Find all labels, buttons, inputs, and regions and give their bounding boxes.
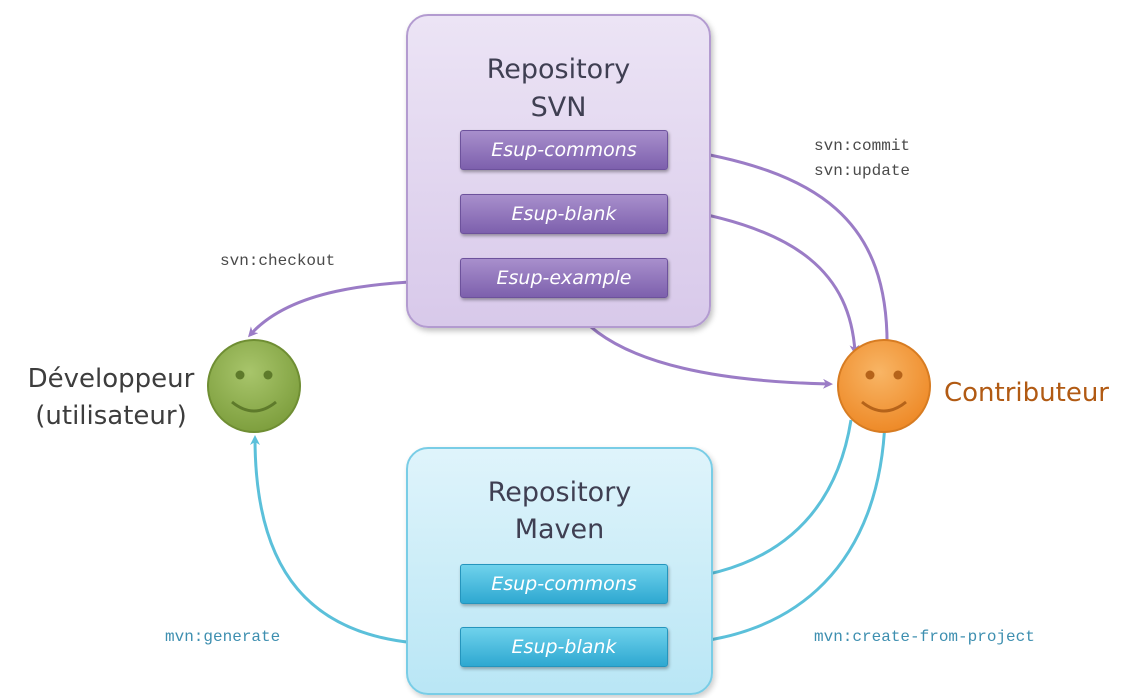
maven-repository-title: Repository bbox=[487, 477, 632, 508]
svn-repository-title: Repository bbox=[486, 54, 631, 85]
mvn-create-from-project-label: mvn:create-from-project bbox=[814, 628, 1035, 646]
mvn-generate-label: mvn:generate bbox=[165, 628, 281, 646]
maven-repository-subtitle: Maven bbox=[514, 514, 605, 545]
arrow-contributor-maven-blank bbox=[665, 419, 887, 649]
svn-module-esup-example: Esup-example bbox=[460, 258, 668, 298]
svn-repository: Repository SVN Esup-commons Esup-blank E… bbox=[406, 14, 711, 328]
svn-module-esup-blank: Esup-blank bbox=[460, 194, 668, 234]
maven-module-esup-commons: Esup-commons bbox=[460, 564, 668, 604]
arrow-generate-developer bbox=[250, 435, 461, 646]
svn-module-esup-commons: Esup-commons bbox=[460, 130, 668, 170]
developer-smiley-icon bbox=[207, 339, 301, 433]
developer-label-line2: (utilisateur) bbox=[35, 401, 187, 431]
svn-checkout-label: svn:checkout bbox=[220, 252, 336, 270]
contributor-smiley-icon bbox=[837, 339, 931, 433]
svn-update-label: svn:update bbox=[814, 162, 911, 180]
arrow-example-contributor bbox=[563, 297, 833, 389]
maven-repository: Repository Maven Esup-commons Esup-blank bbox=[406, 447, 713, 695]
developer-label: Développeur (utilisateur) bbox=[4, 361, 218, 435]
contributor-label: Contributeur bbox=[944, 378, 1109, 408]
maven-module-esup-blank: Esup-blank bbox=[460, 627, 668, 667]
svn-repository-subtitle: SVN bbox=[530, 92, 587, 123]
svn-commit-label: svn:commit bbox=[814, 137, 911, 155]
developer-label-line1: Développeur bbox=[27, 364, 195, 394]
arrow-blank-contributor bbox=[662, 201, 860, 355]
